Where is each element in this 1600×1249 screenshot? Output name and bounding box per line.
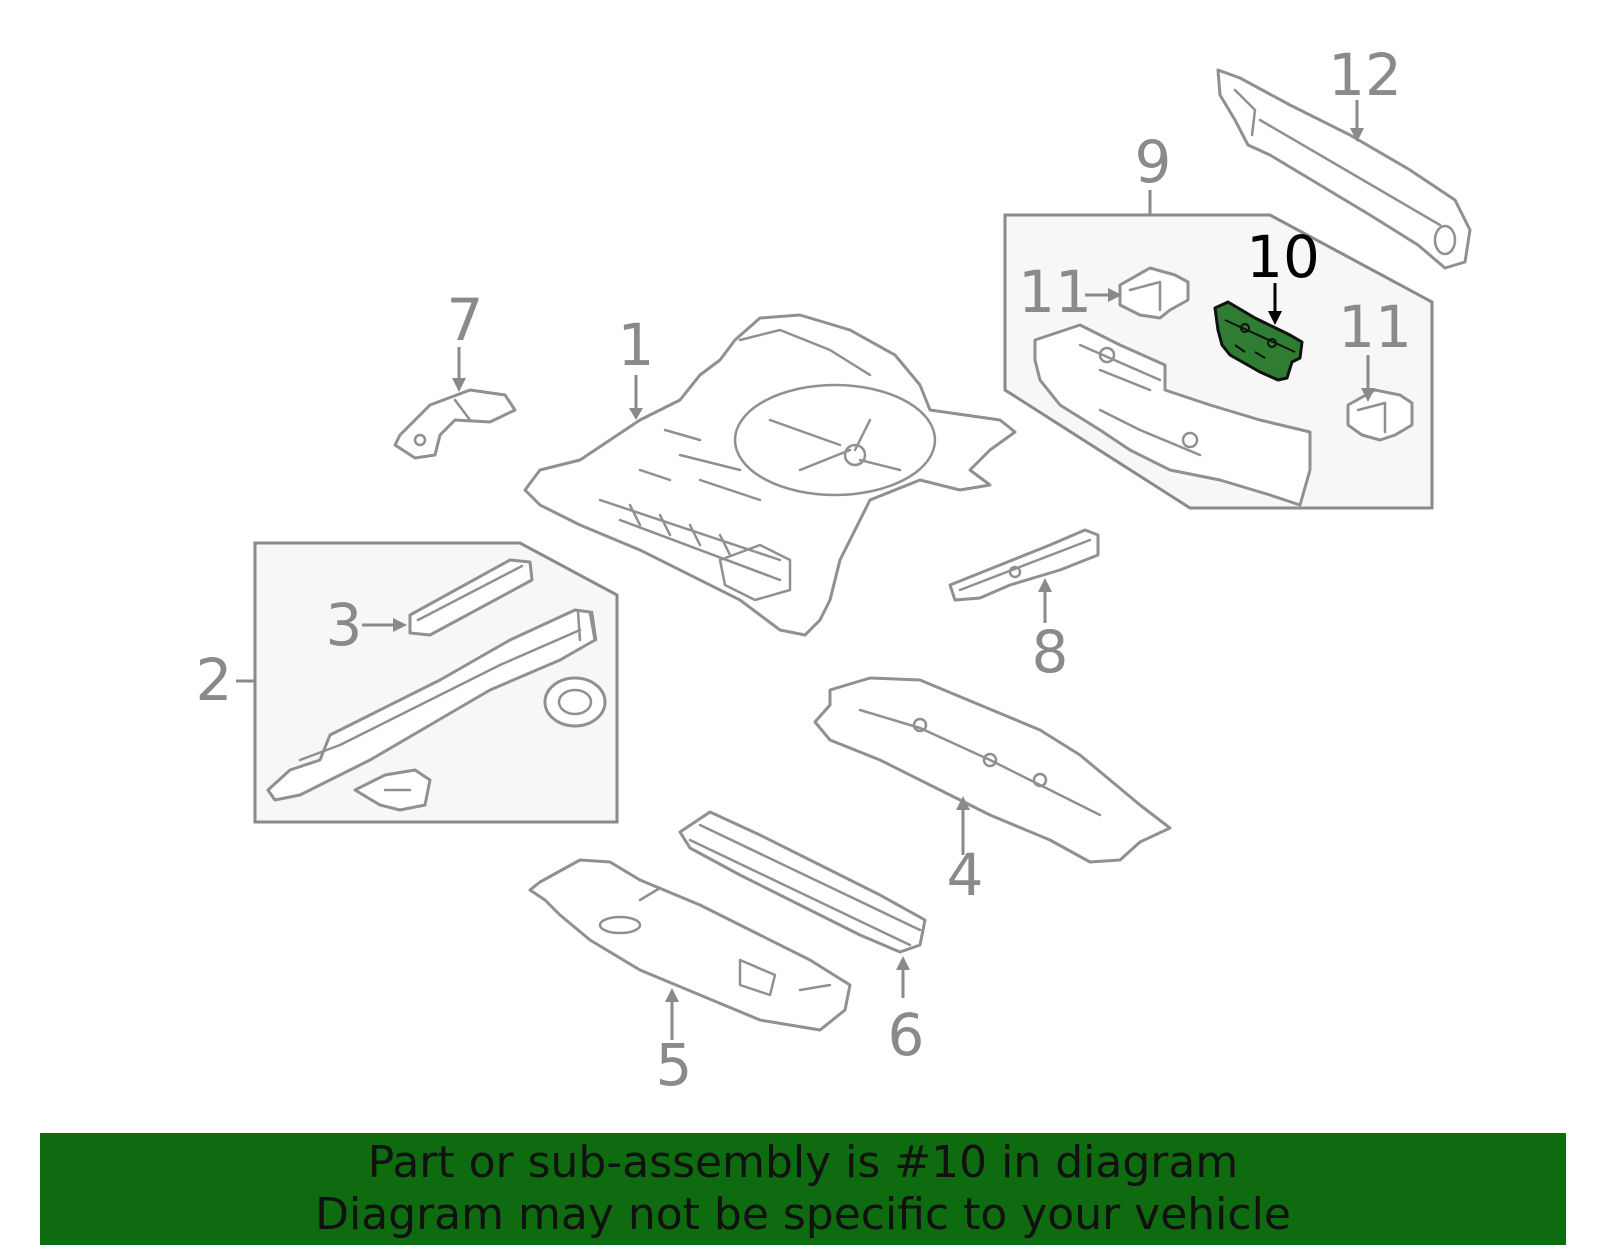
callout-3: 3 [326,591,363,659]
callout-7: 7 [447,286,484,354]
part-11-bracket-left [1118,266,1190,320]
callout-10: 10 [1246,223,1320,291]
callout-2: 2 [196,646,233,714]
part-6-cross-rail [678,810,927,954]
part-12-upper-rail [1216,68,1472,270]
leader-lines [236,100,1375,1040]
callout-6: 6 [888,1001,925,1069]
part-4-crossmember [813,676,1172,864]
callout-1: 1 [618,311,655,379]
callout-11-left: 11 [1018,258,1092,326]
part-11-bracket-right [1346,388,1414,442]
part-9-rear-panel [1033,323,1312,507]
part-1-rear-floor-pan [523,313,1017,637]
callout-9: 9 [1135,128,1172,196]
part-2-side-member-assembly [266,608,607,812]
part-7-bracket [393,388,517,460]
part-8-reinforcement [948,528,1100,602]
part-3-reinforcement [408,558,534,637]
callout-5: 5 [656,1031,693,1099]
part-5-rear-crossmember [528,858,852,1032]
part-10-highlighted-bracket [1213,300,1304,382]
info-banner: Part or sub-assembly is #10 in diagram D… [40,1133,1566,1245]
banner-line-2: Diagram may not be specific to your vehi… [315,1189,1291,1240]
banner-line-1: Part or sub-assembly is #10 in diagram [367,1137,1239,1188]
callout-4: 4 [947,841,984,909]
callout-11-right: 11 [1338,293,1412,361]
callout-12: 12 [1328,41,1402,109]
callout-8: 8 [1032,618,1069,686]
